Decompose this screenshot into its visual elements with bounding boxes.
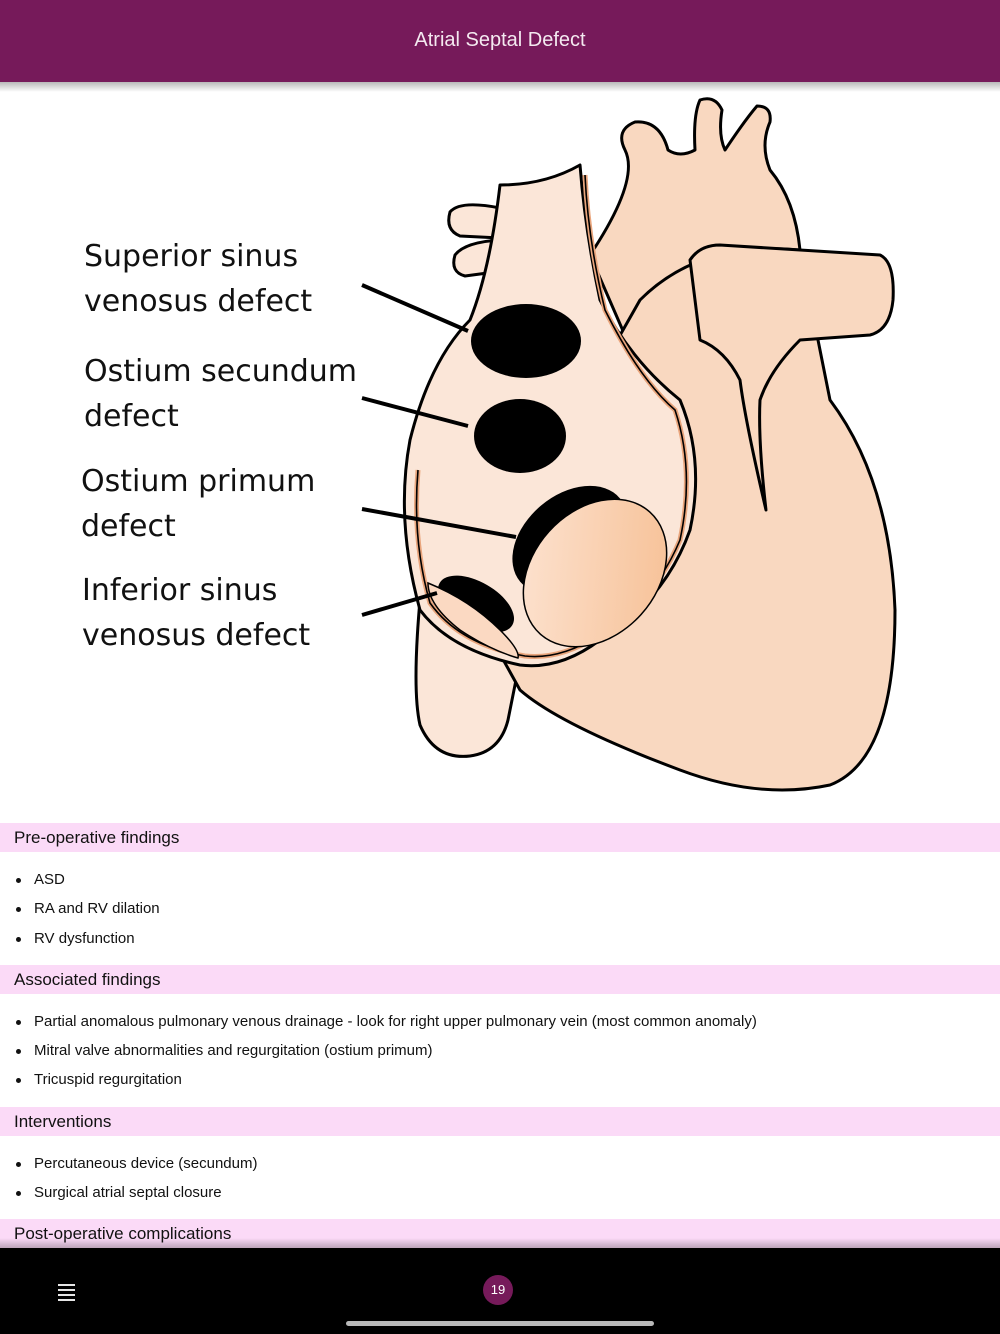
list-item: Tricuspid regurgitation [0,1065,1000,1094]
list-item: Mitral valve abnormalities and regurgita… [0,1036,1000,1065]
hamburger-menu-icon[interactable] [58,1284,76,1301]
section-header-postop: Post-operative complications [0,1219,1000,1249]
heart-diagram: Superior sinus venosus defect Ostium sec… [0,92,1000,810]
pulmonary-artery [688,243,895,512]
bottom-toolbar: 19 [0,1248,1000,1334]
superior-sinus-venosus-hole [471,304,581,378]
label-inferior-sinus-venosus: Inferior sinus venosus defect [82,573,311,653]
scroll-shadow [0,1238,1000,1248]
section-header-preop: Pre-operative findings [0,823,1000,852]
associated-list: Partial anomalous pulmonary venous drain… [0,994,1000,1107]
label-ostium-secundum: Ostium secundum defect [84,354,358,434]
pointer-superior [361,283,469,333]
section-header-interventions: Interventions [0,1106,1000,1136]
ivc-valve-lobe [427,581,519,659]
pointer-secundum [361,396,469,428]
interventions-list: Percutaneous device (secundum) Surgical … [0,1136,1000,1220]
pointer-primum [361,507,517,539]
header-shadow [0,82,1000,92]
list-item: ASD [0,865,1000,894]
list-item: Surgical atrial septal closure [0,1178,1000,1207]
preop-list: ASD RA and RV dilation RV dysfunction [0,852,1000,965]
list-item: Partial anomalous pulmonary venous drain… [0,1007,1000,1036]
ostium-secundum-hole [474,399,566,473]
av-valve-lobe [522,498,668,648]
page-title: Atrial Septal Defect [414,28,586,51]
heart-illustration [361,97,897,792]
list-item: RA and RV dilation [0,894,1000,923]
list-item: Percutaneous device (secundum) [0,1149,1000,1178]
list-item: RV dysfunction [0,924,1000,953]
ivc-vessel [414,598,522,758]
content-sections: Pre-operative findings ASD RA and RV dil… [0,823,1000,1249]
page-number-badge[interactable]: 19 [483,1275,513,1305]
pointer-inferior [361,591,438,617]
label-superior-sinus-venosus: Superior sinus venosus defect [84,239,313,319]
section-header-associated: Associated findings [0,964,1000,994]
label-ostium-primum: Ostium primum defect [81,464,316,544]
home-indicator[interactable] [346,1321,654,1326]
app-header: Atrial Septal Defect [0,0,1000,82]
inferior-sinus-venosus-hole [438,575,514,633]
pulmonary-vein-upper [447,203,502,240]
